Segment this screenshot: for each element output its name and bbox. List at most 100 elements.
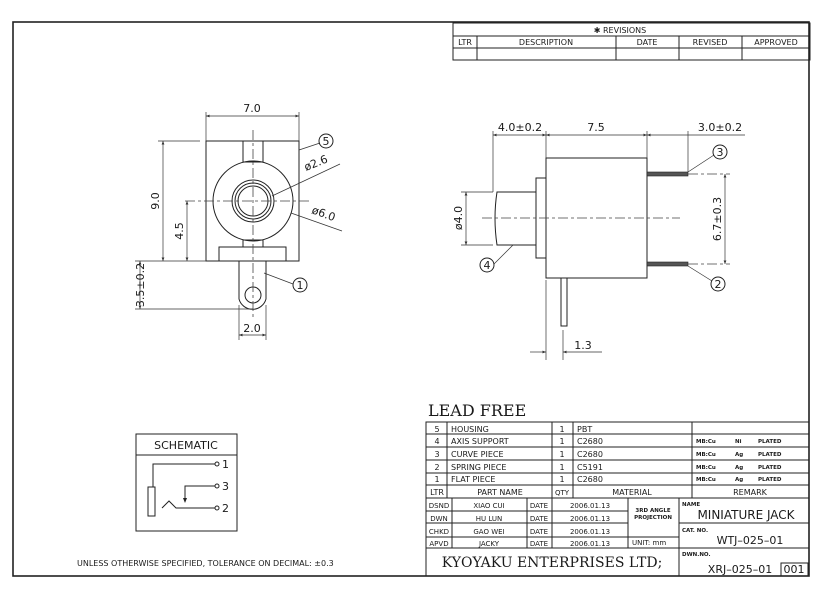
revisions-title: ✱ REVISIONS bbox=[594, 26, 647, 35]
svg-text:Ag: Ag bbox=[735, 465, 743, 471]
signoff-row: APVD JACKY DATE 2006.01.13 bbox=[429, 540, 610, 548]
terminal-label-2: 2 bbox=[222, 502, 229, 515]
svg-text:DATE: DATE bbox=[530, 515, 548, 523]
company-name: KYOYAKU ENTERPRISES LTD; bbox=[442, 555, 663, 571]
svg-text:HU LUN: HU LUN bbox=[476, 515, 503, 523]
parts-header: LTR PART NAME QTY MATERIAL REMARK bbox=[430, 488, 768, 497]
tolerance-note: UNLESS OTHERWISE SPECIFIED, TOLERANCE ON… bbox=[77, 559, 334, 568]
projection-line-2: PROJECTION bbox=[634, 515, 672, 521]
svg-text:4: 4 bbox=[484, 259, 491, 272]
rev-header-approved: APPROVED bbox=[754, 38, 798, 47]
svg-text:1: 1 bbox=[559, 425, 564, 434]
signoff-row: DSND XIAO CUI DATE 2006.01.13 bbox=[429, 502, 610, 510]
schematic-title: SCHEMATIC bbox=[154, 439, 218, 452]
svg-text:5: 5 bbox=[434, 425, 439, 434]
rev-header-description: DESCRIPTION bbox=[519, 38, 573, 47]
svg-text:PLATED: PLATED bbox=[758, 477, 782, 483]
unit-label: UNIT: mm bbox=[632, 539, 666, 547]
svg-text:1: 1 bbox=[297, 279, 304, 292]
dim-body-length: 7.5 bbox=[587, 121, 605, 134]
parts-row: 1 FLAT PIECE 1 C2680 MB:Cu Ag PLATED bbox=[434, 475, 781, 484]
svg-text:SPRING PIECE: SPRING PIECE bbox=[451, 463, 506, 472]
svg-text:2006.01.13: 2006.01.13 bbox=[570, 502, 610, 510]
svg-text:JACKY: JACKY bbox=[478, 540, 500, 548]
svg-text:5: 5 bbox=[323, 135, 330, 148]
svg-text:1: 1 bbox=[434, 475, 439, 484]
svg-text:DSND: DSND bbox=[429, 502, 449, 510]
part-name: MINIATURE JACK bbox=[697, 508, 795, 522]
pin-tab bbox=[238, 260, 267, 310]
terminal-2 bbox=[646, 261, 689, 267]
sheet-number-box bbox=[780, 562, 809, 577]
schematic: SCHEMATIC 1 3 2 bbox=[135, 433, 238, 532]
balloon-3 bbox=[712, 144, 728, 160]
rev-header-ltr: LTR bbox=[458, 38, 472, 47]
svg-text:1: 1 bbox=[559, 463, 564, 472]
signoff-row: CHKD GAO WEI DATE 2006.01.13 bbox=[429, 528, 610, 536]
dwn-no: XRJ–025–01 bbox=[708, 563, 772, 576]
terminal-label-3: 3 bbox=[222, 480, 229, 493]
svg-text:Ni: Ni bbox=[735, 439, 742, 445]
svg-text:1: 1 bbox=[559, 450, 564, 459]
svg-text:PBT: PBT bbox=[577, 425, 592, 434]
svg-text:C2680: C2680 bbox=[577, 437, 603, 446]
svg-text:2006.01.13: 2006.01.13 bbox=[570, 515, 610, 523]
dim-pin-offset: 1.3 bbox=[574, 339, 592, 352]
svg-text:CURVE PIECE: CURVE PIECE bbox=[451, 450, 504, 459]
dim-width: 7.0 bbox=[243, 102, 261, 115]
dim-center-height: 4.5 bbox=[173, 222, 186, 240]
svg-text:4: 4 bbox=[434, 437, 439, 446]
svg-text:3: 3 bbox=[717, 146, 724, 159]
projection-line-1: 3RD ANGLE bbox=[635, 508, 670, 514]
cat-no: WTJ–025–01 bbox=[717, 534, 784, 547]
dim-pin-length: 3.5±0.2 bbox=[134, 263, 147, 307]
svg-text:CHKD: CHKD bbox=[429, 528, 449, 536]
dim-height: 9.0 bbox=[149, 192, 162, 210]
svg-text:GAO WEI: GAO WEI bbox=[473, 528, 504, 536]
terminal-1 bbox=[560, 277, 568, 327]
svg-text:PART NAME: PART NAME bbox=[477, 488, 523, 497]
cat-no-label: CAT. NO. bbox=[682, 528, 708, 534]
dim-shaft-length: 4.0±0.2 bbox=[498, 121, 542, 134]
svg-text:2006.01.13: 2006.01.13 bbox=[570, 540, 610, 548]
svg-text:XIAO CUI: XIAO CUI bbox=[473, 502, 504, 510]
svg-text:QTY: QTY bbox=[555, 489, 570, 497]
rev-header-revised: REVISED bbox=[693, 38, 728, 47]
svg-text:C2680: C2680 bbox=[577, 450, 603, 459]
svg-text:AXIS SUPPORT: AXIS SUPPORT bbox=[451, 437, 509, 446]
dim-pin-width: 2.0 bbox=[243, 322, 261, 335]
title-block: 5 HOUSING 1 PBT 4 AXIS SUPPORT 1 C2680 M… bbox=[425, 421, 810, 577]
balloon-5 bbox=[318, 133, 334, 149]
balloon-2 bbox=[710, 276, 726, 292]
svg-text:PLATED: PLATED bbox=[758, 465, 782, 471]
svg-text:2: 2 bbox=[434, 463, 439, 472]
svg-text:FLAT PIECE: FLAT PIECE bbox=[451, 475, 495, 484]
svg-text:C2680: C2680 bbox=[577, 475, 603, 484]
svg-text:MB:Cu: MB:Cu bbox=[696, 452, 716, 458]
dim-pin-spacing: 6.7±0.3 bbox=[711, 197, 724, 241]
svg-text:PLATED: PLATED bbox=[758, 452, 782, 458]
svg-text:REMARK: REMARK bbox=[733, 488, 768, 497]
terminal-3 bbox=[646, 171, 689, 177]
svg-text:C5191: C5191 bbox=[577, 463, 603, 472]
svg-text:3: 3 bbox=[434, 450, 439, 459]
svg-text:DATE: DATE bbox=[530, 528, 548, 536]
dwn-no-label: DWN.NO. bbox=[682, 552, 711, 558]
svg-text:HOUSING: HOUSING bbox=[451, 425, 489, 434]
sheet-border bbox=[12, 21, 810, 577]
signoff-row: DWN HU LUN DATE 2006.01.13 bbox=[430, 515, 610, 523]
lead-free-label: LEAD FREE bbox=[428, 401, 526, 420]
dim-shaft-dia: ø4.0 bbox=[452, 206, 465, 230]
svg-text:PLATED: PLATED bbox=[758, 439, 782, 445]
svg-text:MATERIAL: MATERIAL bbox=[612, 488, 652, 497]
side-view: 4.0±0.2 7.5 3.0±0.2 ø4.0 6.7±0.3 1.3 3 2… bbox=[452, 121, 745, 360]
terminal-label-1: 1 bbox=[222, 458, 229, 471]
svg-text:DWN: DWN bbox=[430, 515, 448, 523]
revisions-table: ✱ REVISIONS LTR DESCRIPTION DATE REVISED… bbox=[452, 22, 811, 61]
svg-text:MB:Cu: MB:Cu bbox=[696, 477, 716, 483]
svg-text:LTR: LTR bbox=[430, 488, 444, 497]
sheet-number: 001 bbox=[784, 563, 805, 576]
svg-text:2006.01.13: 2006.01.13 bbox=[570, 528, 610, 536]
svg-text:MB:Cu: MB:Cu bbox=[696, 439, 716, 445]
